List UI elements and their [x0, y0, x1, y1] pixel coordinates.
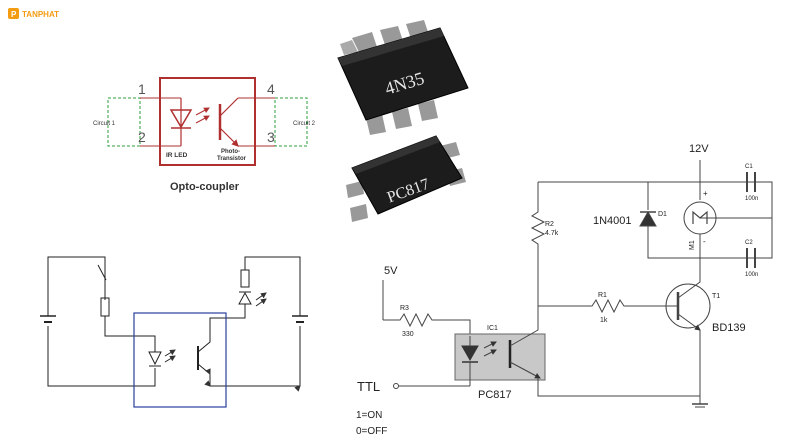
r3-resistor — [383, 312, 471, 336]
t1-transistor-circle — [665, 283, 711, 329]
isolation-schematic — [40, 256, 308, 408]
right-led-symbol — [238, 291, 252, 305]
left-loop-top-wire — [47, 256, 106, 316]
c1-name-label: C1 — [745, 164, 753, 170]
r1-value-label: 1k — [600, 317, 608, 324]
ttl-input-terminal — [393, 383, 399, 389]
diode-name-label: D1 — [658, 211, 667, 218]
c2-name-label: C2 — [745, 240, 753, 246]
c1-value-label: 100n — [745, 196, 758, 202]
supply-label: 12V — [689, 143, 709, 155]
circuit1-box — [107, 97, 141, 147]
iso-led-symbol — [148, 351, 162, 366]
motor-name-label: M1 — [689, 240, 696, 250]
off-label: 0=OFF — [356, 426, 387, 437]
c2-value-label: 100n — [745, 272, 758, 278]
isolation-box — [133, 312, 227, 408]
optocoupler-diagram: Circuit 1 Circuit 2 1 2 4 3 IR LED — [93, 77, 316, 193]
transistor-name-label: T1 — [712, 293, 720, 300]
on-label: 1=ON — [356, 410, 382, 421]
chip-4n35: 4N35 — [337, 20, 469, 135]
r1-name-label: R1 — [598, 292, 607, 299]
optocoupler-package — [159, 77, 256, 166]
phototransistor-symbol — [218, 97, 255, 147]
driver-labels: 5V R3 330 IC1 PC817 TTL 1=ON 0=OFF R2 4.… — [356, 143, 758, 437]
circuit1-label: Circuit 1 — [93, 121, 116, 127]
r1-resistor — [538, 298, 670, 314]
r2-resistor — [530, 182, 546, 300]
brand-name: TANPHAT — [22, 10, 59, 19]
r2-name-label: R2 — [545, 221, 554, 228]
diode-part-label: 1N4001 — [593, 215, 632, 227]
ic1-part-label: PC817 — [478, 389, 512, 401]
circuit2-box — [274, 97, 308, 147]
brand-logo-icon — [8, 8, 19, 19]
pin2-number: 2 — [138, 129, 146, 145]
motor-plus-label: + — [703, 189, 708, 198]
transistor-part-label: BD139 — [712, 322, 746, 334]
left-resistor — [100, 297, 110, 317]
ir-led-label: IR LED — [166, 152, 188, 159]
brand-logo: P TANPHAT — [8, 8, 59, 19]
right-loop-top-wire — [244, 256, 301, 316]
svg-text:P: P — [11, 10, 17, 19]
right-resistor — [240, 269, 250, 288]
r3-name-label: R3 — [400, 305, 409, 312]
optocoupler-title: Opto-coupler — [170, 181, 240, 193]
driver-schematic — [382, 160, 773, 408]
motor-minus-label: - — [703, 237, 706, 246]
switch-symbol — [97, 264, 107, 281]
left-loop-bottom-wire — [47, 326, 156, 387]
chip-pc817: PC817 — [346, 135, 466, 222]
d1-diode-symbol — [639, 210, 657, 227]
r2-value-label: 4.7k — [545, 230, 559, 237]
r3-value-label: 330 — [402, 331, 414, 338]
ic1-name-label: IC1 — [487, 325, 498, 332]
ttl-label: TTL — [357, 379, 380, 394]
input-voltage-label: 5V — [384, 265, 398, 277]
pin3-number: 3 — [267, 129, 275, 145]
pin4-number: 4 — [267, 81, 275, 97]
pin1-number: 1 — [138, 81, 146, 97]
phototransistor-label-line2: Transistor — [217, 156, 247, 162]
ir-led-symbol — [160, 97, 210, 147]
phototransistor-label-line1: Photo- — [221, 149, 240, 155]
circuit2-label: Circuit 2 — [293, 121, 316, 127]
